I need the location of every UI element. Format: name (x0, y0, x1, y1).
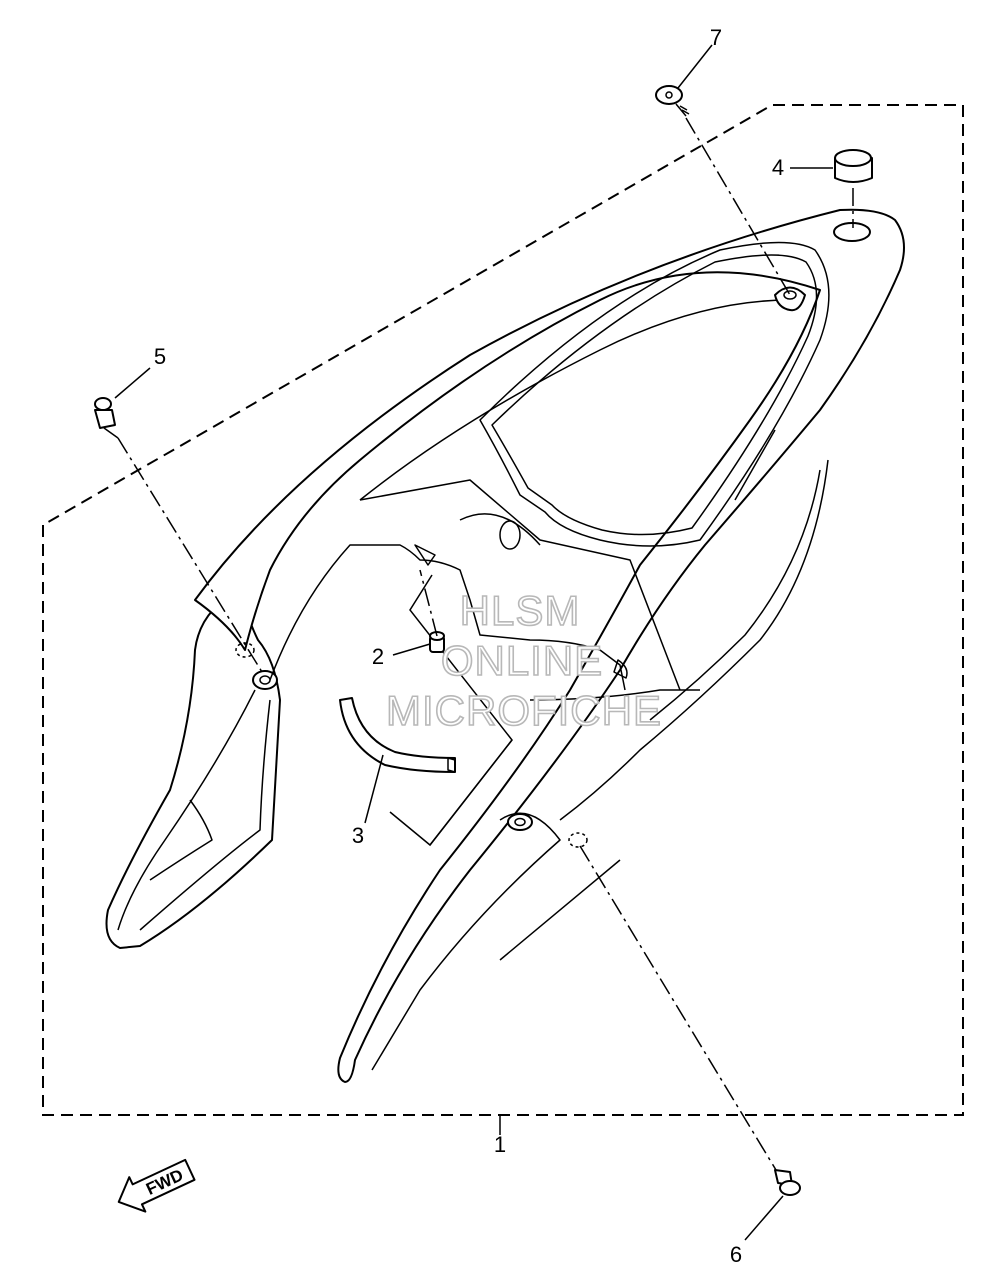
leader-2 (392, 643, 431, 656)
screw-part-7 (655, 85, 690, 117)
callout-7: 7 (710, 25, 722, 50)
watermark: HLSM ONLINE MICROFICHE (385, 586, 662, 735)
callout-3: 3 (352, 823, 364, 848)
forward-arrow-icon: FWD (117, 1158, 196, 1213)
alignment-line-7 (685, 117, 791, 296)
callout-1: 1 (494, 1132, 506, 1157)
grommet-cap-part-4 (834, 149, 873, 183)
alignment-line-2 (419, 569, 438, 637)
alignment-line-6 (579, 845, 777, 1171)
watermark-line-3: MICROFICHE (386, 687, 662, 734)
leader-6 (744, 1195, 784, 1241)
tail-cowling (194, 208, 905, 1083)
watermark-line-2: ONLINE (441, 637, 603, 684)
rivet-part-5 (94, 397, 119, 439)
assembly-boundary (42, 104, 964, 1116)
rivet-part-6 (774, 1169, 801, 1196)
leader-7 (677, 44, 713, 89)
rubber-strip (339, 697, 456, 773)
callout-5: 5 (154, 344, 166, 369)
callout-2: 2 (372, 644, 384, 669)
alignment-line-5 (117, 437, 263, 673)
leader-5 (114, 367, 151, 399)
watermark-line-1: HLSM (460, 587, 581, 634)
inner-bracket (269, 544, 628, 691)
leader-3 (364, 754, 384, 824)
callout-6: 6 (730, 1242, 742, 1267)
callout-4: 4 (772, 155, 784, 180)
left-side-cover (105, 589, 281, 949)
